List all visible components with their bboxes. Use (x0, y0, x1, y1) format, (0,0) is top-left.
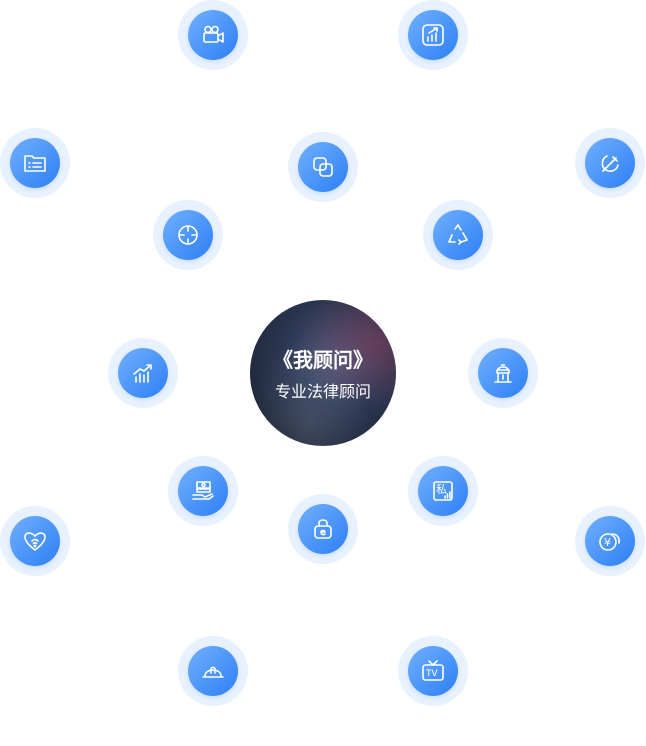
recycle-node[interactable] (423, 200, 493, 270)
chart-upload-node[interactable] (398, 0, 468, 70)
video-camera-node[interactable] (178, 0, 248, 70)
money-hand-node[interactable] (168, 456, 238, 526)
tv-label: TV (425, 669, 438, 679)
growth-chart-node[interactable] (108, 338, 178, 408)
party-emblem-icon (601, 155, 619, 172)
folder-list-icon (24, 155, 46, 172)
center-banner[interactable]: 《我顾问》 专业法律顾问 (250, 300, 396, 446)
folder-list-node[interactable] (0, 128, 70, 198)
private-sign-label: 私 (436, 483, 447, 496)
lock-e-node[interactable] (288, 494, 358, 564)
heart-charity-node[interactable] (0, 506, 70, 576)
tv-icon: TV (422, 660, 444, 681)
tv-node[interactable]: TV (398, 636, 468, 706)
money-hand-icon (192, 481, 214, 500)
fire-hydrant-node[interactable] (468, 338, 538, 408)
fire-hydrant-icon (494, 364, 512, 383)
lock-e-icon (314, 519, 332, 539)
yuan-coin-label: ¥ (604, 536, 611, 549)
copy-overlap-node[interactable] (288, 132, 358, 202)
private-sign-node[interactable]: 私 (408, 456, 478, 526)
video-camera-icon (203, 25, 224, 43)
target-node[interactable] (153, 200, 223, 270)
growth-chart-icon (133, 364, 152, 383)
party-emblem-node[interactable] (575, 128, 645, 198)
safety-helmet-icon (202, 666, 224, 678)
safety-helmet-node[interactable] (178, 636, 248, 706)
copy-overlap-icon (313, 157, 333, 177)
yuan-coin-node[interactable]: ¥ (575, 506, 645, 576)
center-title: 《我顾问》 (273, 348, 373, 372)
heart-charity-icon (24, 532, 46, 551)
private-sign-icon: 私 (433, 481, 453, 501)
target-crosshair-icon (178, 225, 198, 245)
yuan-coin-icon: ¥ (599, 533, 620, 551)
recycle-icon (448, 224, 468, 245)
center-background (250, 300, 396, 446)
chart-upload-icon (422, 24, 444, 46)
center-subtitle: 专业法律顾问 (274, 382, 371, 401)
